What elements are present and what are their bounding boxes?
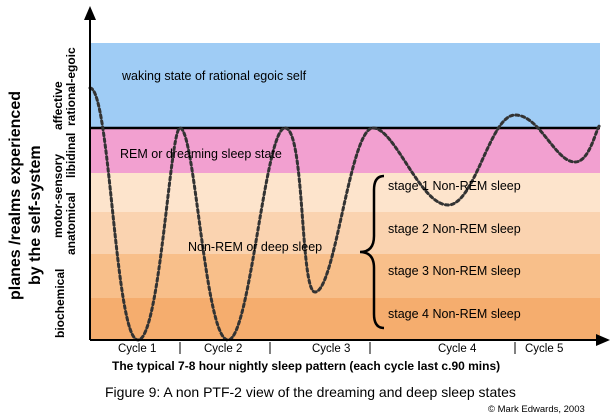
cycle-label-5: Cycle 5 — [525, 343, 563, 355]
level-label-rational: rational-egoic — [64, 47, 78, 126]
band-stage3 — [90, 254, 600, 298]
sleep-cycle-curve — [88, 86, 602, 342]
stage-label-2: stage 2 Non-REM sleep — [388, 222, 521, 236]
y-axis-title-line1: planes /realms experienced — [7, 91, 24, 300]
cycle-label-2: Cycle 2 — [204, 343, 242, 355]
stage-label-1: stage 1 Non-REM sleep — [388, 179, 521, 193]
stage-label-4: stage 4 Non-REM sleep — [388, 307, 521, 321]
y-axis-title-line2: by the self-system — [27, 145, 44, 285]
level-label-anatomical: anatomical — [64, 192, 78, 255]
cycle-label-3: Cycle 3 — [312, 343, 350, 355]
zone-label-nrem: Non-REM or deep sleep — [188, 240, 322, 254]
band-waking — [90, 43, 600, 128]
y-axis-arrow — [84, 6, 96, 20]
copyright: © Mark Edwards, 2003 — [488, 404, 585, 415]
level-label-affective: affective — [51, 81, 65, 130]
figure-caption: Figure 9: A non PTF-2 view of the dreami… — [105, 384, 516, 400]
stage-label-3: stage 3 Non-REM sleep — [388, 264, 521, 278]
level-label-libidinal: libidinal — [64, 133, 78, 178]
cycle-label-4: Cycle 4 — [438, 343, 477, 355]
level-label-motor: motor-sensory — [51, 154, 65, 238]
band-stage1 — [90, 173, 600, 212]
x-axis-caption: The typical 7-8 hour nightly sleep patte… — [112, 359, 500, 373]
x-axis-arrow — [596, 334, 610, 346]
level-label-biochemical: biochemical — [53, 269, 67, 338]
band-stage2 — [90, 212, 600, 254]
zone-label-rem: REM or dreaming sleep state — [120, 147, 282, 161]
zone-label-waking: waking state of rational egoic self — [121, 69, 307, 83]
stages-curly-brace — [359, 174, 385, 330]
cycle-label-1: Cycle 1 — [118, 343, 156, 355]
band-stage4 — [90, 298, 600, 340]
